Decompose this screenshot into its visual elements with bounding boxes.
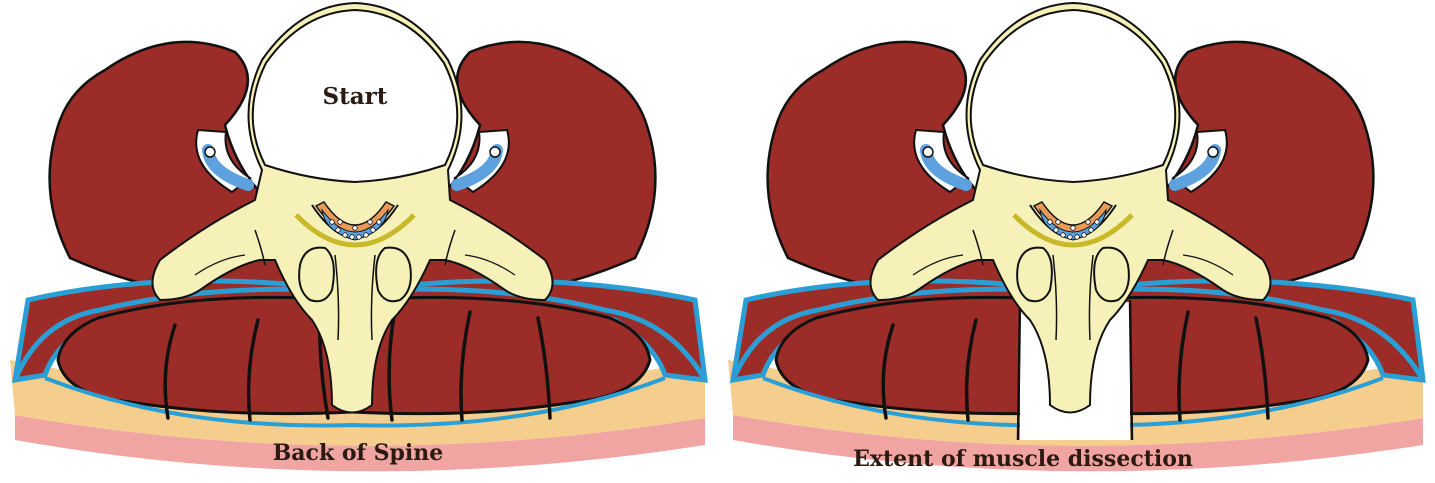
back-of-spine-label: Back of Spine (273, 440, 444, 466)
extent-of-dissection-label: Extent of muscle dissection (853, 446, 1193, 472)
panel-dissection: Extent of muscle dissection (728, 3, 1423, 472)
panel-start: Start Back of Spine (10, 3, 705, 471)
start-label: Start (323, 83, 388, 110)
